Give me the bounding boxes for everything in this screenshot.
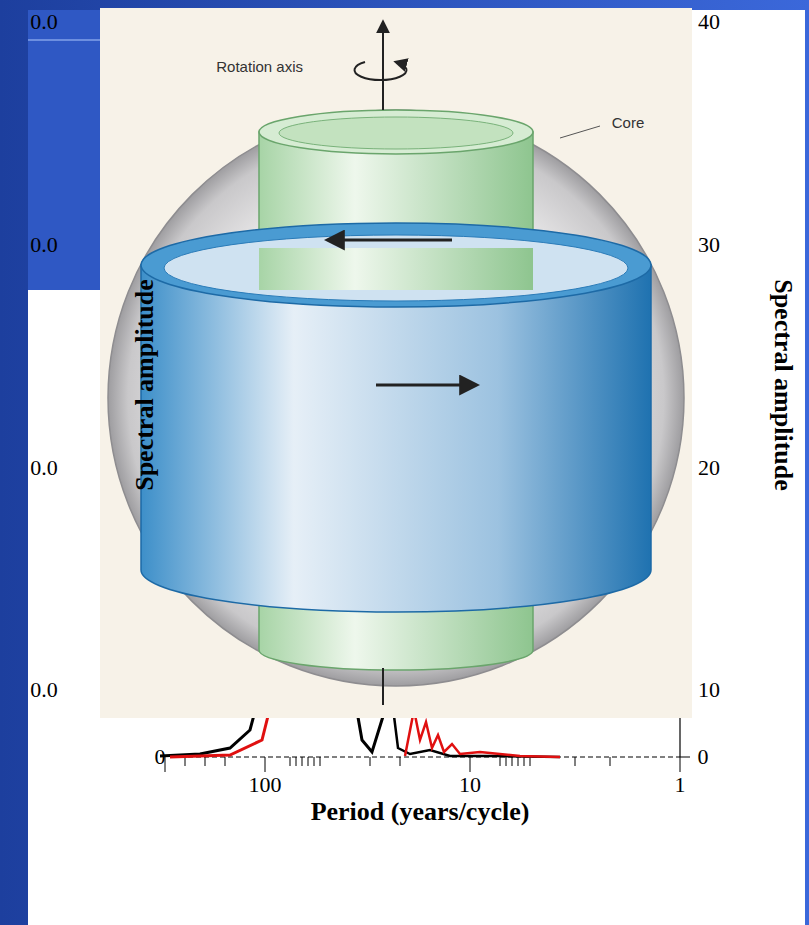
tick-label: 100 (249, 774, 282, 796)
tick-label: 1 (675, 774, 686, 796)
callout-label: Rotation axis (216, 59, 303, 74)
axis-title: Spectral amplitude (132, 279, 158, 491)
tick-label: 10 (698, 679, 720, 701)
tick-label: 0.0 (30, 234, 58, 256)
tick-label: 0.0 (30, 679, 58, 701)
tick-label: 10 (459, 774, 481, 796)
tick-label: 40 (698, 11, 720, 33)
tick-label: 0 (155, 746, 166, 768)
axis-title: Spectral amplitude (770, 279, 796, 491)
tick-label: 0.0 (30, 11, 58, 33)
tick-label: 0 (698, 746, 709, 768)
tick-label: 0.0 (30, 457, 58, 479)
axis-title: Period (years/cycle) (311, 799, 530, 825)
callout-label: Core (612, 115, 645, 130)
tick-label: 20 (698, 457, 720, 479)
tick-label: 30 (698, 234, 720, 256)
